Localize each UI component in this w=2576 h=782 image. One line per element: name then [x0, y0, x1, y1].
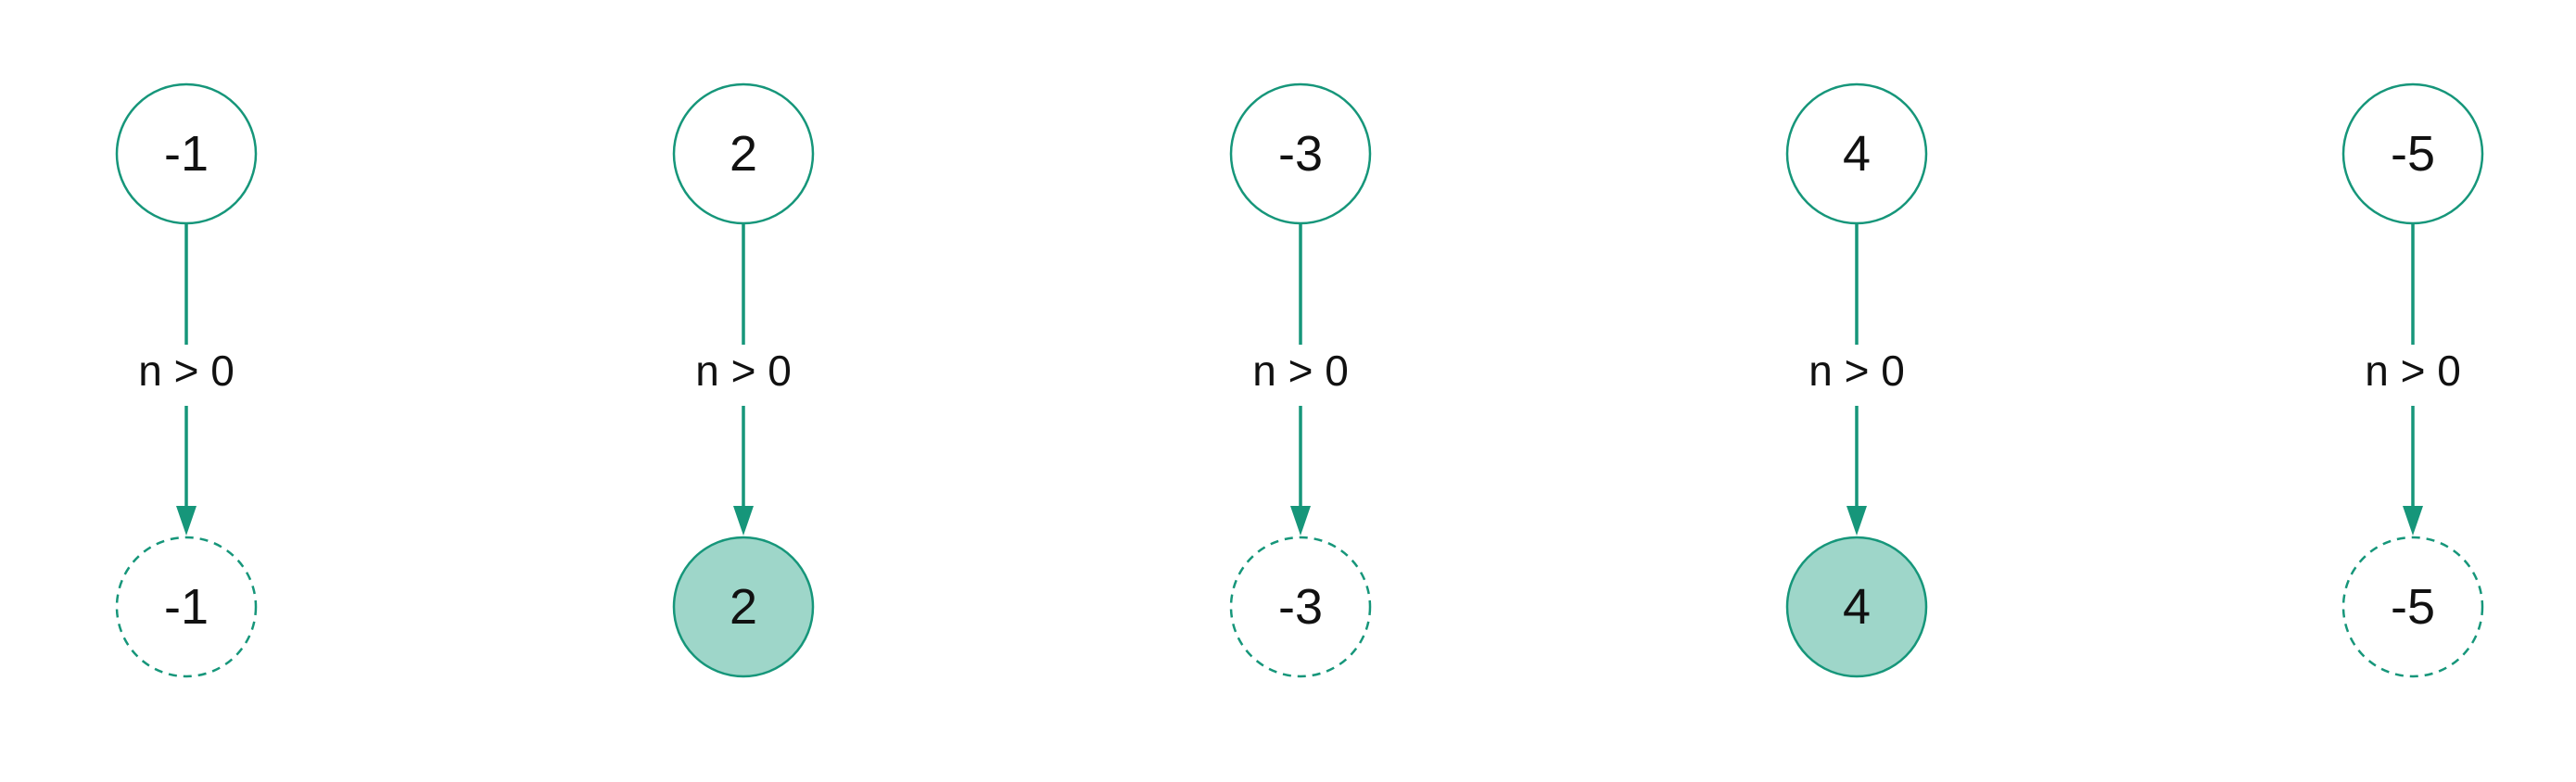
filter-column: -3 n > 0 -3 [1229, 82, 1372, 678]
condition-label: n > 0 [1808, 347, 1905, 395]
output-node-label: -5 [2391, 579, 2435, 635]
output-node-kept [672, 536, 815, 678]
filter-column: -1 n > 0 -1 [115, 82, 258, 678]
output-node-label: 4 [1843, 579, 1871, 635]
arrow-head-icon [1290, 506, 1311, 536]
arrow-head-icon [2403, 506, 2423, 536]
arrow-head-icon [733, 506, 754, 536]
output-node-label: -1 [164, 579, 209, 635]
arrow-head-icon [176, 506, 197, 536]
output-node-filtered [115, 536, 258, 678]
condition-label: n > 0 [2365, 347, 2461, 395]
output-node-kept [1785, 536, 1928, 678]
output-node-filtered [2341, 536, 2484, 678]
input-node-label: -3 [1278, 126, 1323, 182]
filter-column: 4 n > 0 4 [1785, 82, 1928, 678]
input-node-label: 4 [1843, 126, 1871, 182]
condition-label: n > 0 [1252, 347, 1349, 395]
condition-label: n > 0 [138, 347, 235, 395]
arrow-head-icon [1846, 506, 1867, 536]
filter-column: 2 n > 0 2 [672, 82, 815, 678]
output-node-filtered [1229, 536, 1372, 678]
input-node-label: -5 [2391, 126, 2435, 182]
output-node-label: -3 [1278, 579, 1323, 635]
output-node-label: 2 [730, 579, 757, 635]
input-node-label: -1 [164, 126, 209, 182]
filter-column: -5 n > 0 -5 [2341, 82, 2484, 678]
input-node-label: 2 [730, 126, 757, 182]
condition-label: n > 0 [695, 347, 792, 395]
